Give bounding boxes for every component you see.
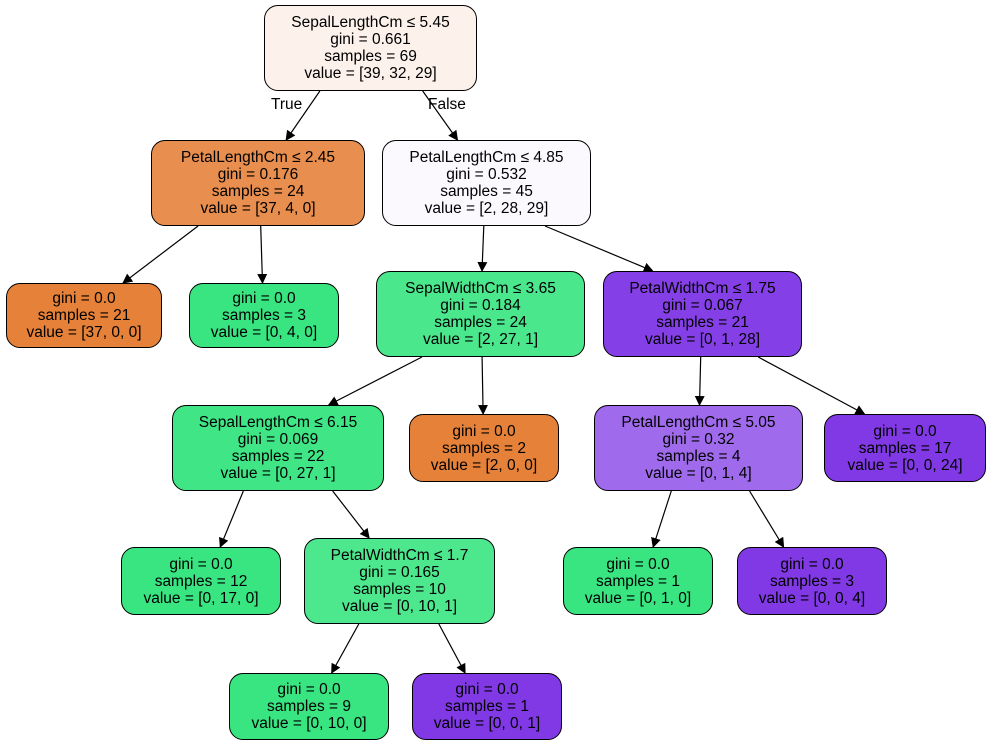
node-samples-text: samples = 10 <box>353 581 446 598</box>
node-gini-text: gini = 0.165 <box>359 564 440 581</box>
node-samples-text: samples = 2 <box>441 439 526 457</box>
tree-edge-n5-n8 <box>477 356 488 415</box>
node-samples-text: samples = 45 <box>440 183 533 200</box>
node-gini-text: gini = 0.532 <box>446 166 527 183</box>
tree-edge-n1-n4 <box>257 225 268 284</box>
node-samples-text: samples = 4 <box>656 448 741 465</box>
tree-edge-n5-n7 <box>327 356 423 406</box>
node-split-text: SepalLengthCm ≤ 5.45 <box>291 14 450 31</box>
node-gini-text: gini = 0.0 <box>232 290 296 307</box>
tree-edge-n2-n5 <box>477 225 488 272</box>
node-value-text: value = [0, 27, 1] <box>220 465 336 482</box>
node-samples-text: samples = 17 <box>858 439 952 457</box>
node-gini-text: gini = 0.184 <box>440 297 521 314</box>
node-value-text: value = [0, 10, 0] <box>251 715 367 732</box>
node-value-text: value = [37, 4, 0] <box>200 200 316 217</box>
node-gini-text: gini = 0.0 <box>455 681 519 698</box>
node-split-text: PetalLengthCm ≤ 2.45 <box>180 149 336 166</box>
node-value-text: value = [37, 0, 0] <box>26 324 142 341</box>
node-value-text: value = [0, 10, 1] <box>341 598 458 615</box>
node-samples-text: samples = 3 <box>221 307 306 324</box>
tree-edge-n6-n10 <box>757 356 866 415</box>
node-samples-text: samples = 12 <box>154 572 248 590</box>
node-gini-text: gini = 0.0 <box>277 681 341 698</box>
node-value-text: value = [0, 0, 4] <box>758 589 866 607</box>
node-split-text: PetalLengthCm ≤ 4.85 <box>409 149 564 166</box>
node-samples-text: samples = 22 <box>231 448 325 465</box>
node-value-text: value = [0, 0, 1] <box>433 715 541 732</box>
node-split-text: PetalLengthCm ≤ 5.05 <box>621 414 776 431</box>
node-value-text: value = [2, 28, 29] <box>424 200 549 217</box>
node-gini-text: gini = 0.0 <box>52 290 116 307</box>
edge-label-true: True <box>271 96 303 113</box>
node-value-text: value = [0, 1, 28] <box>644 331 761 348</box>
node-gini-text: gini = 0.176 <box>217 166 299 183</box>
tree-edge-n9-n14 <box>749 490 785 548</box>
node-split-text: SepalWidthCm ≤ 3.65 <box>405 280 556 297</box>
node-samples-text: samples = 21 <box>37 307 131 324</box>
node-gini-text: gini = 0.0 <box>780 555 844 573</box>
node-split-text: SepalLengthCm ≤ 6.15 <box>198 414 358 431</box>
tree-edge-n6-n9 <box>694 356 705 406</box>
tree-edge-n0-n2 <box>422 90 459 141</box>
node-gini-text: gini = 0.0 <box>169 555 233 573</box>
node-gini-text: gini = 0.0 <box>606 555 670 573</box>
node-gini-text: gini = 0.0 <box>452 422 516 440</box>
node-value-text: value = [0, 1, 0] <box>584 589 692 607</box>
node-samples-text: samples = 1 <box>444 698 529 715</box>
node-value-text: value = [2, 27, 1] <box>422 331 539 348</box>
node-gini-text: gini = 0.661 <box>330 31 411 48</box>
node-value-text: value = [0, 1, 4] <box>645 465 752 482</box>
node-value-text: value = [2, 0, 0] <box>430 456 538 474</box>
tree-edge-n12-n16 <box>438 623 466 674</box>
tree-edge-n2-n6 <box>544 225 654 273</box>
node-gini-text: gini = 0.32 <box>662 431 735 448</box>
node-samples-text: samples = 1 <box>595 572 680 590</box>
node-samples-text: samples = 24 <box>434 314 527 331</box>
node-samples-text: samples = 69 <box>324 48 417 65</box>
node-split-text: PetalWidthCm ≤ 1.75 <box>629 280 776 297</box>
tree-edge-n7-n12 <box>332 490 370 539</box>
node-value-text: value = [0, 0, 24] <box>847 456 963 474</box>
node-gini-text: gini = 0.069 <box>237 431 319 448</box>
node-value-text: value = [0, 17, 0] <box>143 589 259 607</box>
edge-label-false: False <box>428 96 466 113</box>
node-samples-text: samples = 21 <box>656 314 749 331</box>
node-gini-text: gini = 0.067 <box>662 297 743 314</box>
tree-edge-n0-n1 <box>285 90 321 141</box>
node-gini-text: gini = 0.0 <box>873 422 937 440</box>
tree-edge-n1-n3 <box>122 225 199 284</box>
node-split-text: PetalWidthCm ≤ 1.7 <box>330 547 469 564</box>
tree-edge-n7-n11 <box>219 490 244 548</box>
node-samples-text: samples = 9 <box>266 698 351 715</box>
node-samples-text: samples = 24 <box>211 183 305 200</box>
node-samples-text: samples = 3 <box>769 572 854 590</box>
tree-edge-n9-n13 <box>651 490 672 548</box>
node-value-text: value = [39, 32, 29] <box>304 65 437 82</box>
tree-edge-n12-n15 <box>331 623 360 674</box>
node-value-text: value = [0, 4, 0] <box>210 324 318 341</box>
